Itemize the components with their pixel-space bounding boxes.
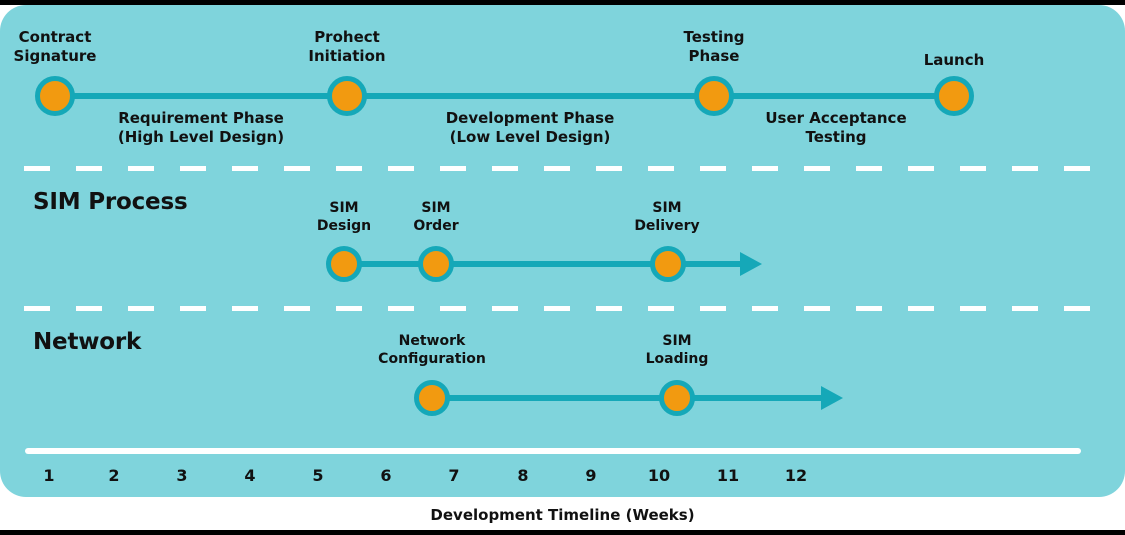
week-tick-2: 2 (108, 466, 120, 485)
milestone-label-sim-design: SIM Design (316, 200, 372, 234)
week-tick-1: 1 (43, 466, 55, 485)
milestone-marker-sim-design[interactable] (326, 246, 362, 282)
week-tick-10: 10 (647, 466, 671, 485)
milestone-label-sim-order: SIM Order (413, 200, 459, 234)
rail-sim-order-to-delivery (436, 261, 668, 267)
milestone-label-contract-signature: Contract Signature (13, 28, 97, 65)
week-tick-11: 11 (716, 466, 740, 485)
week-tick-5: 5 (312, 466, 324, 485)
rail-sim-loading-to-end (677, 395, 827, 401)
week-tick-4: 4 (244, 466, 256, 485)
milestone-marker-launch[interactable] (934, 76, 974, 116)
milestone-label-network-configuration: Network Configuration (378, 333, 486, 367)
week-axis-rule (25, 448, 1081, 454)
milestone-marker-project-initiation[interactable] (327, 76, 367, 116)
rail-development-phase (347, 93, 714, 99)
milestone-label-sim-loading: SIM Loading (645, 333, 709, 367)
milestone-marker-sim-delivery[interactable] (650, 246, 686, 282)
week-tick-3: 3 (176, 466, 188, 485)
top-border-rule (0, 0, 1125, 5)
milestone-label-sim-delivery: SIM Delivery (634, 200, 700, 234)
week-tick-8: 8 (517, 466, 529, 485)
milestone-label-testing-phase: Testing Phase (683, 28, 745, 65)
milestone-marker-testing-phase[interactable] (694, 76, 734, 116)
arrow-head-sim-process (740, 252, 762, 276)
milestone-label-project-initiation: Prohect Initiation (308, 28, 386, 65)
rail-user-acceptance-testing (714, 93, 955, 99)
arrow-head-network (821, 386, 843, 410)
figure-caption: Development Timeline (Weeks) (430, 506, 695, 524)
milestone-marker-sim-loading[interactable] (659, 380, 695, 416)
milestone-marker-contract-signature[interactable] (35, 76, 75, 116)
rail-network-config-to-sim-loading (432, 395, 677, 401)
week-tick-7: 7 (448, 466, 460, 485)
week-tick-6: 6 (380, 466, 392, 485)
milestone-marker-sim-order[interactable] (418, 246, 454, 282)
rail-requirement-phase (55, 93, 347, 99)
timeline-panel: Contract Signature Prohect Initiation Te… (0, 5, 1125, 497)
phase-label-development: Development Phase (Low Level Design) (445, 109, 615, 146)
rail-sim-delivery-to-end (668, 261, 746, 267)
bottom-border-rule (0, 530, 1125, 535)
lane-title-network: Network (33, 329, 142, 355)
lane-divider-1 (24, 166, 1102, 171)
milestone-label-launch: Launch (923, 51, 985, 69)
week-tick-9: 9 (585, 466, 597, 485)
week-tick-12: 12 (784, 466, 808, 485)
rail-sim-design-to-order (344, 261, 438, 267)
lane-title-sim-process: SIM Process (33, 189, 188, 215)
phase-label-user-acceptance-testing: User Acceptance Testing (765, 109, 907, 146)
milestone-marker-network-configuration[interactable] (414, 380, 450, 416)
phase-label-requirement: Requirement Phase (High Level Design) (117, 109, 285, 146)
lane-divider-2 (24, 306, 1102, 311)
